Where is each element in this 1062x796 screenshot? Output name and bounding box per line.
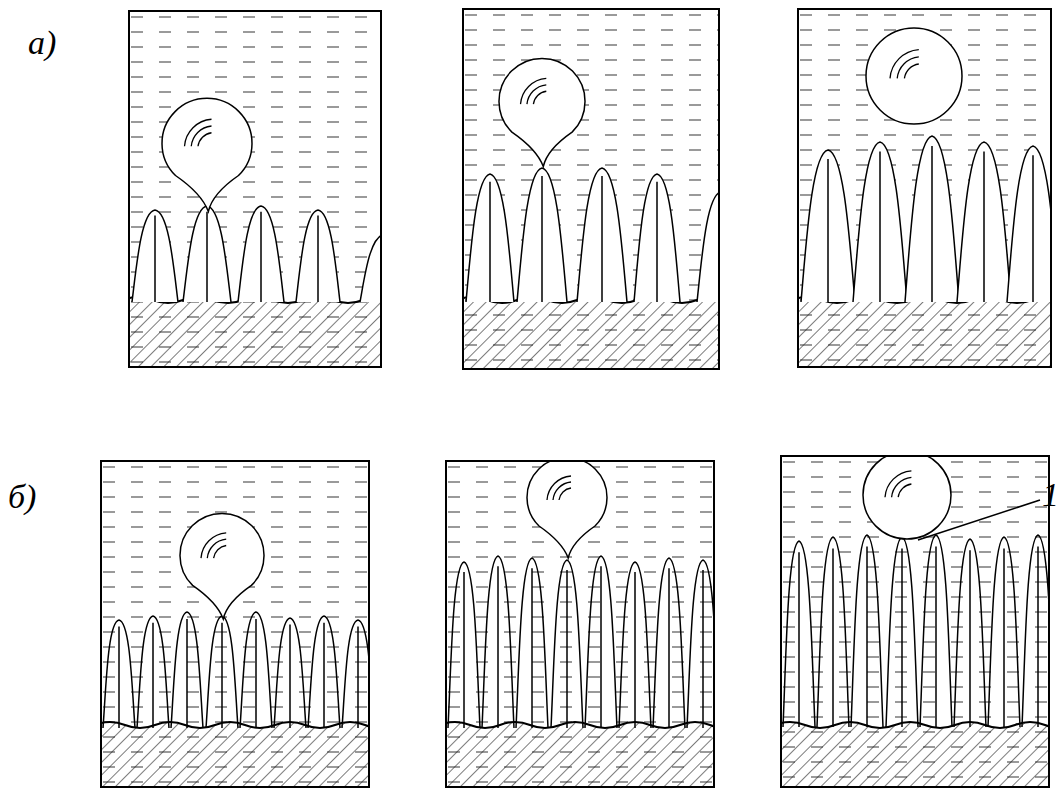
substrate [792, 297, 1062, 420]
crystal-columns [466, 168, 745, 302]
crystal-columns [783, 535, 1054, 727]
crystal-columns [801, 136, 1059, 302]
panel-frame [446, 461, 714, 787]
crystal-columns [448, 556, 719, 728]
panel [775, 451, 1062, 796]
gas-bubble [180, 513, 264, 619]
leader-line [918, 500, 1040, 540]
panel-frame [101, 461, 369, 787]
panel-letter: б) [8, 480, 36, 514]
gas-bubble [863, 451, 951, 539]
crystal-columns [132, 206, 410, 302]
panel-letter: а) [28, 26, 56, 60]
substrate [95, 722, 395, 796]
substrate [123, 297, 423, 420]
gas-bubble [499, 58, 585, 166]
panel-frame [798, 9, 1051, 367]
panel [95, 460, 395, 796]
substrate [775, 722, 1062, 796]
panel [792, 8, 1062, 420]
panel [457, 8, 757, 420]
panel-frame [781, 456, 1049, 787]
callout-number: 1 [1042, 478, 1059, 512]
substrate [457, 297, 757, 420]
panel [440, 457, 740, 796]
gas-bubble [162, 98, 252, 211]
crystal-columns [103, 612, 374, 728]
panel-frame [129, 11, 381, 367]
panel-frame [463, 9, 719, 369]
substrate [440, 722, 740, 796]
gas-bubble [527, 457, 607, 558]
gas-bubble [866, 28, 962, 124]
panel [123, 10, 423, 420]
